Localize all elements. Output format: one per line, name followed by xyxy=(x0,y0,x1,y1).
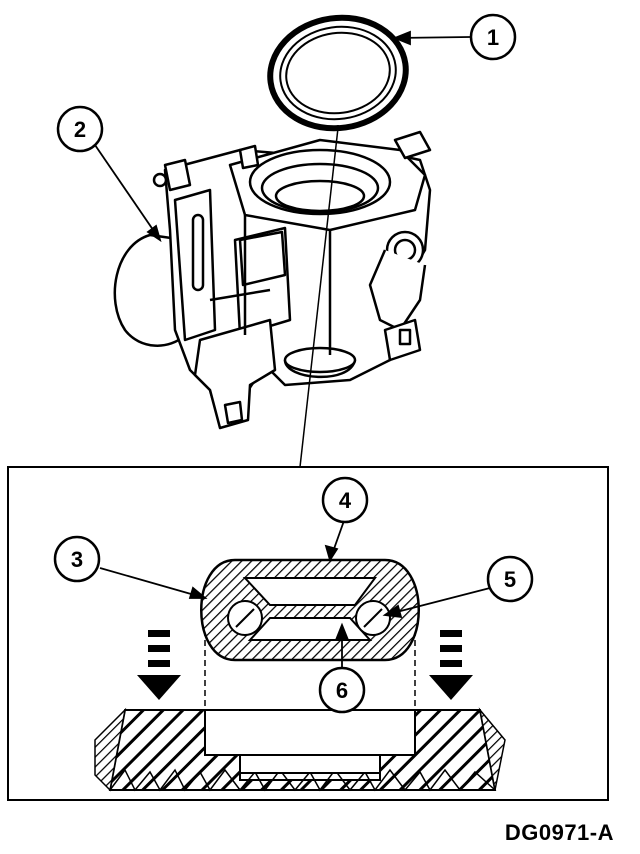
o-ring xyxy=(267,14,409,132)
svg-text:5: 5 xyxy=(504,567,516,592)
callout-2: 2 xyxy=(56,105,104,153)
left-press-arrow xyxy=(137,630,181,700)
svg-text:1: 1 xyxy=(487,25,499,50)
throttle-body-housing xyxy=(113,130,432,430)
svg-text:6: 6 xyxy=(336,678,348,703)
mounting-surface xyxy=(94,707,506,792)
callout-4: 4 xyxy=(321,476,369,524)
callout-leaders xyxy=(94,30,491,668)
svg-text:4: 4 xyxy=(339,488,352,513)
callout-3: 3 xyxy=(53,535,101,583)
callout-1: 1 xyxy=(469,13,517,61)
seal-cross-section xyxy=(200,558,420,662)
detail-box xyxy=(7,466,609,801)
callout-5: 5 xyxy=(486,555,534,603)
callout-6: 6 xyxy=(318,666,366,714)
figure-code: DG0971-A xyxy=(504,820,614,845)
right-press-arrow xyxy=(429,630,473,700)
alignment-lines xyxy=(204,630,416,710)
ring-to-detail-leader xyxy=(299,127,339,468)
svg-text:2: 2 xyxy=(74,117,86,142)
svg-text:3: 3 xyxy=(71,547,83,572)
